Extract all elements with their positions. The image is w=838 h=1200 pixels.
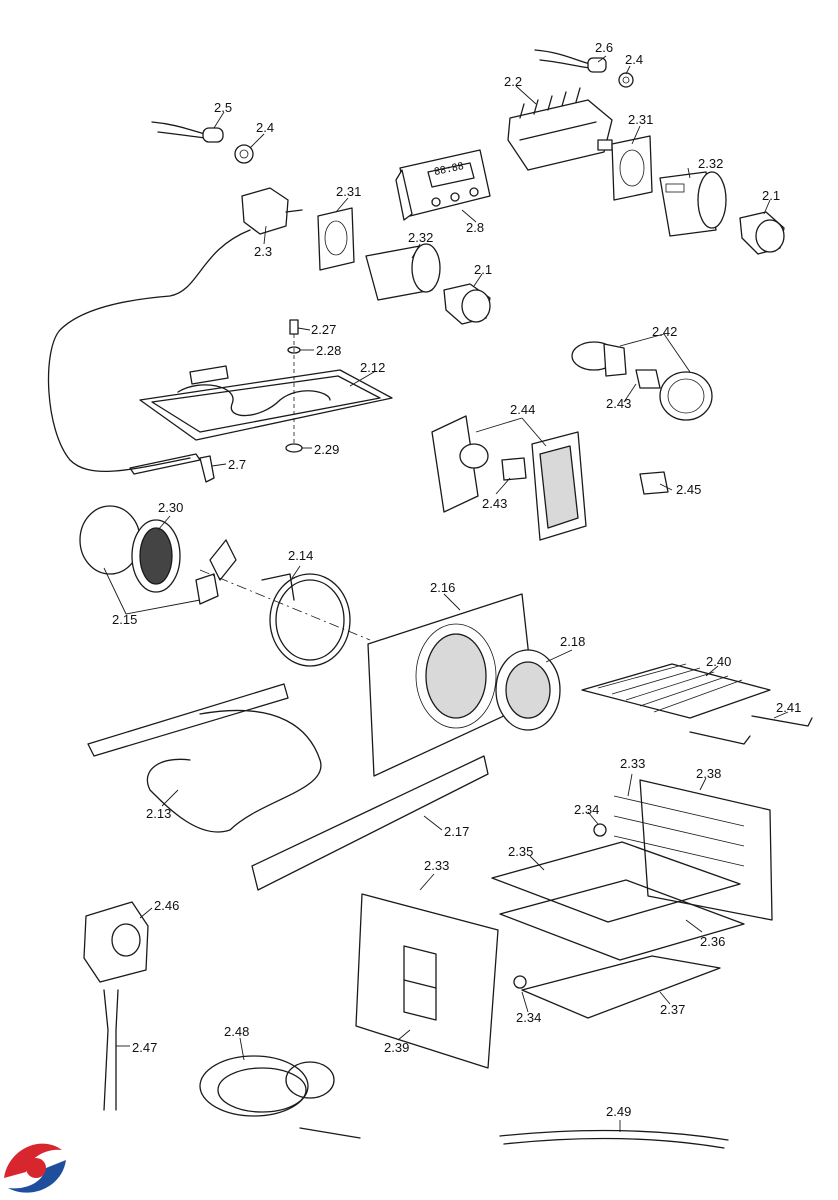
label-2-34-top: 2.34 bbox=[574, 802, 600, 817]
fan-guard-2-30 bbox=[139, 527, 173, 585]
selector-switch-2-2 bbox=[507, 87, 613, 171]
label-2-5: 2.5 bbox=[214, 100, 233, 115]
label-2-47: 2.47 bbox=[132, 1040, 158, 1055]
label-2-3: 2.3 bbox=[254, 244, 273, 259]
mounting-plate-2-31-top bbox=[611, 135, 653, 201]
label-2-48: 2.48 bbox=[224, 1024, 250, 1039]
label-2-49: 2.49 bbox=[606, 1104, 632, 1119]
lamp-bulb-2-43-right bbox=[635, 369, 661, 389]
label-2-39: 2.39 bbox=[384, 1040, 410, 1055]
label-2-7: 2.7 bbox=[228, 457, 247, 472]
wiring-loom-2-48 bbox=[199, 1055, 361, 1139]
oven-shelf-2-36 bbox=[499, 879, 745, 961]
grill-element-2-12 bbox=[139, 365, 393, 441]
nut-2-29 bbox=[285, 443, 303, 453]
label-2-34-bottom: 2.34 bbox=[516, 1010, 542, 1025]
lower-element-2-13 bbox=[87, 683, 322, 833]
control-knob-2-1-left bbox=[443, 283, 491, 325]
knob-holder-2-32-top bbox=[659, 171, 727, 237]
lamp-cap-2-4-left bbox=[234, 144, 254, 164]
label-2-43-side: 2.43 bbox=[482, 496, 508, 511]
thermostat-2-3 bbox=[47, 187, 303, 475]
side-lamp-2-44 bbox=[431, 415, 587, 541]
label-2-32-top: 2.32 bbox=[698, 156, 724, 171]
label-2-31-left: 2.31 bbox=[336, 184, 362, 199]
wire-rack-2-40 bbox=[581, 663, 771, 719]
label-2-29: 2.29 bbox=[314, 442, 340, 457]
label-2-32-left: 2.32 bbox=[408, 230, 434, 245]
label-2-6: 2.6 bbox=[595, 40, 614, 55]
lamp-cap-2-4-top bbox=[618, 72, 634, 88]
cable-2-5 bbox=[151, 121, 224, 143]
cable-2-6 bbox=[534, 49, 607, 73]
label-2-18: 2.18 bbox=[560, 634, 586, 649]
label-2-42: 2.42 bbox=[652, 324, 678, 339]
side-rack-2-38 bbox=[613, 779, 773, 921]
label-2-16: 2.16 bbox=[430, 580, 456, 595]
label-2-4-top: 2.4 bbox=[625, 52, 644, 67]
label-2-1-top: 2.1 bbox=[762, 188, 781, 203]
label-2-12: 2.12 bbox=[360, 360, 386, 375]
clip-2-7 bbox=[199, 455, 215, 483]
brand-logo bbox=[4, 1143, 66, 1193]
timer-display-2-8 bbox=[395, 149, 491, 221]
label-2-4-left: 2.4 bbox=[256, 120, 275, 135]
label-2-45: 2.45 bbox=[676, 482, 702, 497]
label-2-27: 2.27 bbox=[311, 322, 337, 337]
label-2-40: 2.40 bbox=[706, 654, 732, 669]
bottom-rail-2-17 bbox=[251, 755, 489, 891]
screw-2-27 bbox=[289, 319, 299, 335]
side-panel-2-39 bbox=[355, 893, 499, 1069]
label-2-38: 2.38 bbox=[696, 766, 722, 781]
label-2-8: 2.8 bbox=[466, 220, 485, 235]
leader-lines bbox=[103, 55, 789, 1132]
motor-2-46 bbox=[83, 901, 149, 983]
runner-2-41 bbox=[689, 715, 813, 745]
label-2-36: 2.36 bbox=[700, 934, 726, 949]
label-2-2: 2.2 bbox=[504, 74, 523, 89]
label-2-33-top: 2.33 bbox=[620, 756, 646, 771]
label-2-37: 2.37 bbox=[660, 1002, 686, 1017]
lamp-holder-2-42 bbox=[571, 341, 713, 421]
label-2-13: 2.13 bbox=[146, 806, 172, 821]
power-cable-2-47 bbox=[103, 989, 119, 1111]
lamp-bulb-2-43-side bbox=[501, 457, 527, 481]
label-2-35: 2.35 bbox=[508, 844, 534, 859]
label-2-30: 2.30 bbox=[158, 500, 184, 515]
label-2-15: 2.15 bbox=[112, 612, 138, 627]
cable-2-49 bbox=[499, 1129, 729, 1149]
clip-2-45 bbox=[639, 471, 669, 495]
screw-2-34 bbox=[513, 823, 607, 989]
label-2-44: 2.44 bbox=[510, 402, 536, 417]
label-2-1-left: 2.1 bbox=[474, 262, 493, 277]
circular-element-2-14 bbox=[261, 573, 351, 667]
label-2-28: 2.28 bbox=[316, 343, 342, 358]
oven-shelf-2-35 bbox=[491, 841, 741, 923]
label-2-33-bottom: 2.33 bbox=[424, 858, 450, 873]
mounting-plate-2-31-left bbox=[317, 207, 355, 271]
label-2-46: 2.46 bbox=[154, 898, 180, 913]
label-2-17: 2.17 bbox=[444, 824, 470, 839]
label-2-43-right: 2.43 bbox=[606, 396, 632, 411]
control-knob-2-1-top bbox=[739, 211, 785, 255]
label-2-31-top: 2.31 bbox=[628, 112, 654, 127]
drip-tray-2-37 bbox=[521, 955, 721, 1019]
fan-blade bbox=[195, 539, 237, 605]
fan-cover-2-18 bbox=[495, 649, 561, 731]
label-2-14: 2.14 bbox=[288, 548, 314, 563]
knob-holder-2-32-left bbox=[365, 243, 441, 301]
label-2-41: 2.41 bbox=[776, 700, 802, 715]
